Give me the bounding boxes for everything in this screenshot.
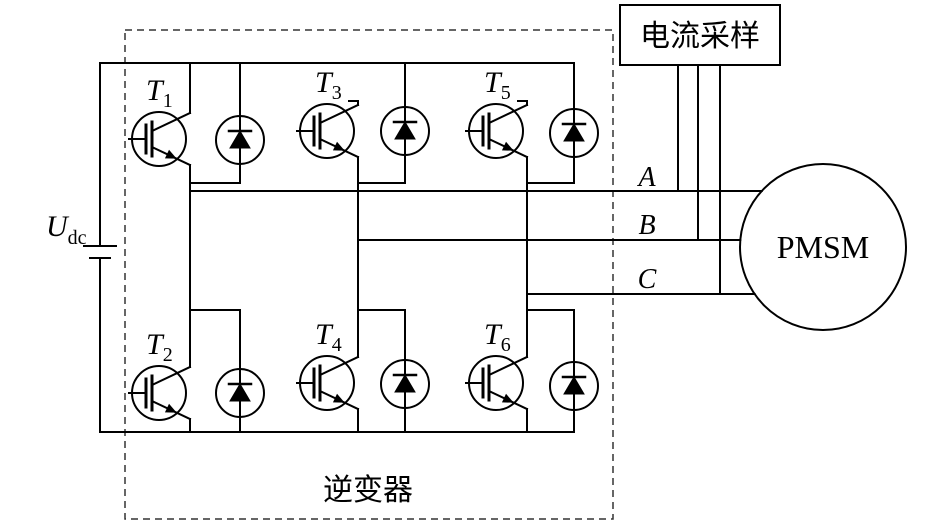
leg-3-wiring [517,62,575,433]
switch-label-t6: T6 [484,318,511,356]
diode-d1 [215,115,265,165]
diode-d2-triangle [229,383,251,402]
switch-label-t2-sub: 2 [163,344,173,366]
igbt-t6 [465,355,529,411]
switch-label-t3: T3 [315,66,342,104]
igbt-t4 [296,355,360,411]
igbt-t4-emitter-arrow [332,393,345,403]
igbt-t3-emitter-arrow [332,141,345,151]
switch-label-t3-sub: 3 [332,82,342,104]
leg-2-wiring [348,62,406,433]
diode-d5 [549,108,599,158]
diode-d4-triangle [394,374,416,393]
current-sampling-box [619,4,781,66]
igbt-t3-collector-stub [348,100,359,106]
phase-label-a: A [636,162,656,193]
switch-label-t2-main: T [146,328,165,361]
phase-label-c: C [638,264,657,295]
inverter-label: 逆变器 [323,473,413,508]
switch-label-t4: T4 [315,318,342,356]
switch-label-t5-main: T [484,66,503,99]
circuit-wiring [83,62,763,433]
switch-label-t6-main: T [484,318,503,351]
diode-d5-triangle [563,123,585,142]
phase-outputs [189,190,763,295]
switch-label-t5-sub: 5 [501,82,511,104]
switch-label-t1-main: T [146,74,165,107]
switch-label-t2: T2 [146,328,173,366]
current-sampling-label: 电流采样 [640,19,760,54]
igbt-t1 [128,111,192,167]
igbt-t2-collector [150,365,192,387]
diode-d6 [549,361,599,411]
diode-d2 [215,368,265,418]
diode-d4 [380,359,430,409]
igbt-t4-collector [318,355,360,377]
switch-label-t4-main: T [315,318,334,351]
switch-label-t1: T1 [146,74,173,112]
igbt-t6-collector [487,355,529,377]
pmsm-label: PMSM [777,229,870,265]
igbt-t3-collector [318,103,360,125]
leg-1-wiring [189,62,241,433]
dc-bus [83,62,575,433]
switch-label-t3-main: T [315,66,334,99]
igbt-t5 [465,103,529,159]
diode-d1-triangle [229,130,251,149]
diode-d3-triangle [394,121,416,140]
dc-source-label-sub: dc [68,227,87,249]
diode-d6-triangle [563,376,585,395]
igbt-t5-collector [487,103,529,125]
switch-label-t4-sub: 4 [332,334,342,356]
dc-source-label: Udc [46,210,87,249]
igbt-t2 [128,365,192,421]
igbt-t6-emitter-arrow [501,393,514,403]
switch-label-t6-sub: 6 [501,334,511,356]
phase-label-b: B [638,210,655,241]
pmsm-motor [739,163,907,331]
dc-source-label-main: U [46,210,70,243]
igbt-t1-collector [150,111,192,133]
current-sampling-taps [677,64,721,295]
igbt-t1-emitter-arrow [164,149,177,159]
igbt-t3 [296,103,360,159]
inverter-boundary [124,29,614,520]
diode-d3 [380,106,430,156]
switch-label-t5: T5 [484,66,511,104]
igbt-t5-collector-stub [517,100,528,106]
igbt-t2-emitter-arrow [164,403,177,413]
igbt-t5-emitter-arrow [501,141,514,151]
switch-label-t1-sub: 1 [163,90,173,112]
